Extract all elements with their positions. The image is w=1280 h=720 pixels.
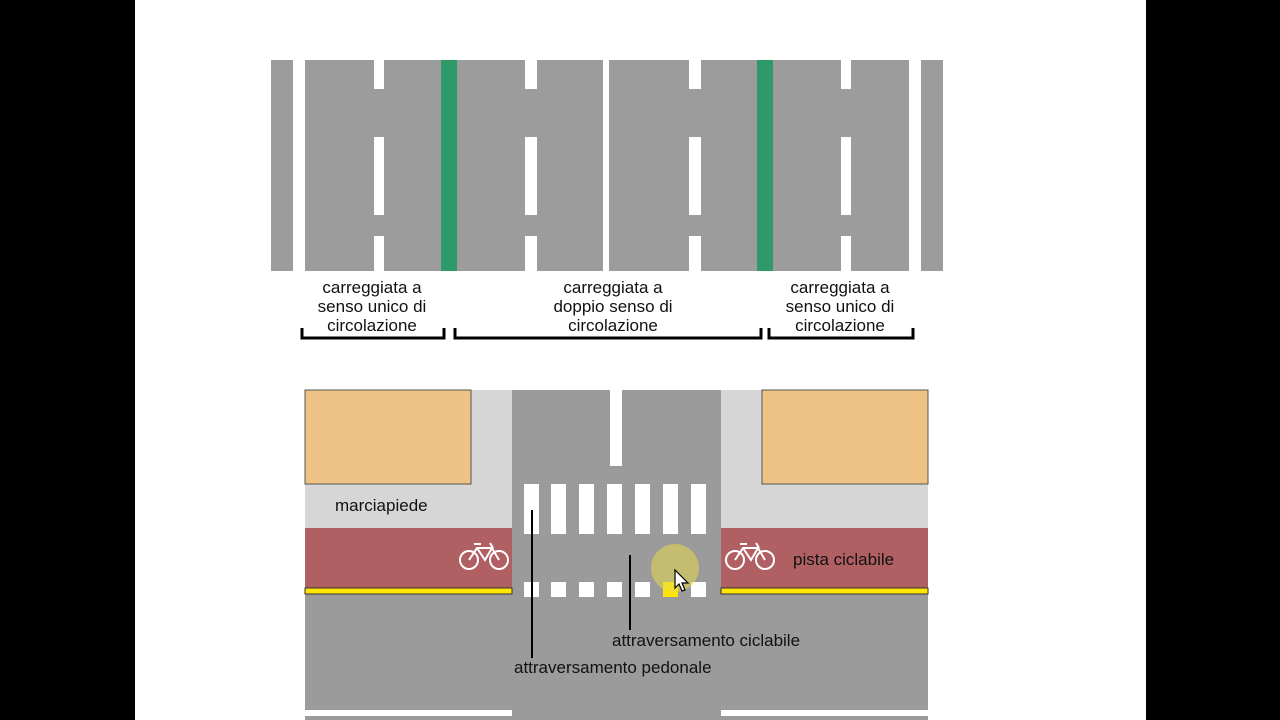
label-one-way-right: carreggiata a senso unico di circolazion… (785, 278, 895, 335)
lane-dash (841, 137, 851, 215)
bike-crossing-square (663, 582, 678, 597)
slide-canvas: carreggiata a senso unico di circolazion… (135, 0, 1146, 720)
zebra-stripe (635, 484, 650, 534)
road-cross-section (271, 60, 943, 340)
edge-line-left (304, 587, 513, 595)
bicycle-icon (725, 542, 775, 570)
building-right (761, 389, 929, 485)
lane-dash (689, 60, 701, 89)
bike-crossing-square (691, 582, 706, 597)
lane-dash (841, 236, 851, 271)
zebra-stripe (551, 484, 566, 534)
building-left (304, 389, 472, 485)
bike-crossing-square (551, 582, 566, 597)
asphalt-strip (305, 60, 441, 271)
lane-dash (689, 137, 701, 215)
bike-crossing-square (607, 582, 622, 597)
bottom-edge-line-right (721, 710, 928, 716)
bicycle-icon (459, 542, 509, 570)
zebra-stripe (691, 484, 706, 534)
bike-crossing-square (579, 582, 594, 597)
sidewalk-label: marciapiede (335, 496, 428, 515)
asphalt-strip (609, 60, 757, 271)
lane-dash (374, 137, 384, 215)
bracket (453, 328, 763, 340)
bike-lane-left (305, 528, 512, 588)
lane-dash (841, 60, 851, 89)
lane-dash (525, 60, 537, 89)
bike-crossing-square (635, 582, 650, 597)
label-one-way-left: carreggiata a senso unico di circolazion… (317, 278, 427, 335)
label-two-way: carreggiata a doppio senso di circolazio… (553, 278, 673, 335)
lane-dash (374, 60, 384, 89)
lane-dash (525, 236, 537, 271)
pedestrian-crossing-label: attraversamento pedonale (514, 658, 712, 677)
cursor-icon (674, 568, 690, 592)
asphalt-strip (271, 60, 293, 271)
bracket (300, 328, 446, 340)
zebra-stripe (663, 484, 678, 534)
bike-lane-label: pista ciclabile (793, 550, 895, 569)
green-median (441, 60, 457, 271)
center-line (610, 390, 622, 466)
lane-dash (374, 236, 384, 271)
asphalt-strip (921, 60, 943, 271)
bike-crossing-square (524, 582, 539, 597)
green-median (757, 60, 773, 271)
bottom-edge-line-left (305, 710, 512, 716)
zebra-stripe (607, 484, 622, 534)
edge-line-right (720, 587, 929, 595)
cursor-highlight (651, 544, 699, 592)
bike-crossing-label: attraversamento ciclabile (612, 631, 801, 650)
lane-dash (525, 137, 537, 215)
bracket (767, 328, 915, 340)
lane-dash (689, 236, 701, 271)
sidewalk-right (721, 390, 928, 528)
zebra-stripe (579, 484, 594, 534)
zebra-stripe (524, 484, 539, 534)
